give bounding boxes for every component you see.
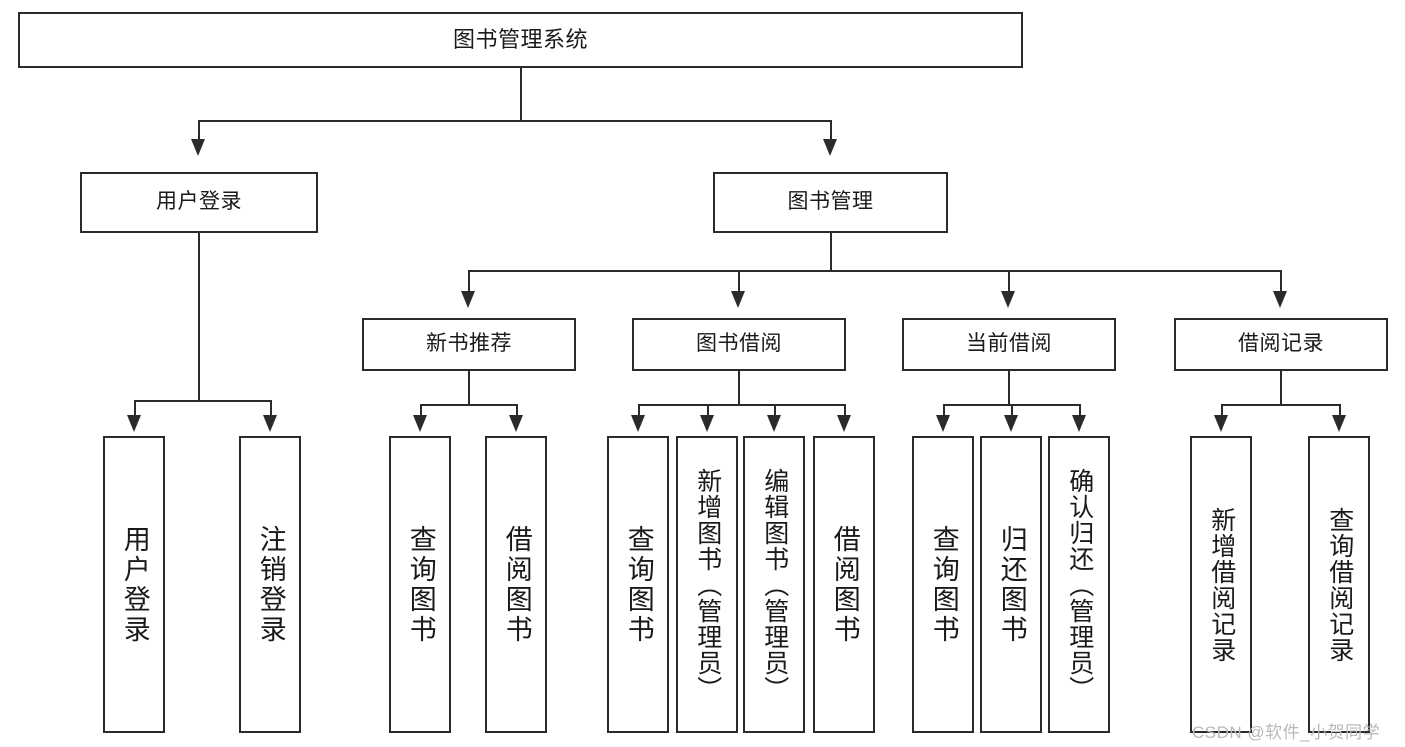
node-label: 注销登录: [255, 524, 286, 645]
node-book-borrow[interactable]: 图书借阅: [632, 318, 846, 371]
connector-book-borrow-to-leaf-0: [638, 404, 640, 418]
arrow-book-manage-to-l2-3: [1273, 291, 1287, 308]
node-borrow-record[interactable]: 借阅记录: [1174, 318, 1388, 371]
leaf-book-borrow-edit-admin[interactable]: 编辑图书（管理员）: [743, 436, 805, 733]
arrow-current-borrow-to-leaf-1: [1004, 415, 1018, 432]
connector-new-book-to-leaf-1: [516, 404, 518, 418]
node-label: 查询图书: [405, 524, 436, 645]
arrow-new-book-to-leaf-1: [509, 415, 523, 432]
node-current-borrow[interactable]: 当前借阅: [902, 318, 1116, 371]
connector-new-book-stem: [468, 371, 470, 404]
leaf-borrow-record-query[interactable]: 查询借阅记录: [1308, 436, 1370, 733]
arrow-new-book-to-leaf-0: [413, 415, 427, 432]
connector-book-borrow-stem: [738, 371, 740, 404]
node-label: 当前借阅: [966, 332, 1052, 356]
arrow-borrow-record-to-leaf-0: [1214, 415, 1228, 432]
leaf-borrow-record-add[interactable]: 新增借阅记录: [1190, 436, 1252, 733]
node-label: 用户登录: [119, 524, 150, 645]
leaf-book-borrow-add-admin[interactable]: 新增图书（管理员）: [676, 436, 738, 733]
node-label: 查询借阅记录: [1325, 506, 1354, 663]
connector-borrow-record-bar: [1221, 404, 1339, 406]
leaf-user-login-logout[interactable]: 注销登录: [239, 436, 301, 733]
leaf-current-borrow-return[interactable]: 归还图书: [980, 436, 1042, 733]
connector-root-bar: [198, 120, 830, 122]
connector-borrow-record-stem: [1280, 371, 1282, 404]
arrow-book-borrow-to-leaf-1: [700, 415, 714, 432]
csdn-watermark: CSDN @软件_小贺同学: [1192, 723, 1381, 742]
leaf-new-book-borrow[interactable]: 借阅图书: [485, 436, 547, 733]
node-user-login[interactable]: 用户登录: [80, 172, 318, 233]
node-label: 归还图书: [996, 524, 1027, 645]
arrow-borrow-record-to-leaf-1: [1332, 415, 1346, 432]
leaf-current-borrow-confirm-admin[interactable]: 确认归还（管理员）: [1048, 436, 1110, 733]
arrow-book-borrow-to-leaf-3: [837, 415, 851, 432]
leaf-current-borrow-query[interactable]: 查询图书: [912, 436, 974, 733]
connector-book-manage-to-l2-3: [1280, 270, 1282, 294]
arrow-root-to-user-login: [191, 139, 205, 156]
connector-root-stem: [520, 68, 522, 120]
leaf-book-borrow-query[interactable]: 查询图书: [607, 436, 669, 733]
connector-book-manage-stem: [830, 233, 832, 270]
node-label: 借阅图书: [829, 524, 860, 645]
connector-new-book-bar: [420, 404, 516, 406]
node-label: 用户登录: [156, 190, 242, 214]
node-label: 编辑图书（管理员）: [760, 467, 789, 702]
connector-borrow-record-to-leaf-0: [1221, 404, 1223, 418]
leaf-book-borrow-borrow[interactable]: 借阅图书: [813, 436, 875, 733]
node-root-system[interactable]: 图书管理系统: [18, 12, 1023, 68]
node-label: 借阅图书: [501, 524, 532, 645]
connector-book-borrow-to-leaf-2: [774, 404, 776, 418]
connector-user-login-to-leaf-0: [134, 400, 136, 418]
arrow-book-borrow-to-leaf-0: [631, 415, 645, 432]
connector-current-borrow-to-leaf-2: [1079, 404, 1081, 418]
connector-book-manage-bar: [468, 270, 1280, 272]
leaf-new-book-query[interactable]: 查询图书: [389, 436, 451, 733]
node-label: 新增借阅记录: [1207, 506, 1236, 663]
connector-new-book-to-leaf-0: [420, 404, 422, 418]
connector-root-to-user-login: [198, 120, 200, 142]
connector-user-login-bar: [134, 400, 270, 402]
arrow-root-to-book-manage: [823, 139, 837, 156]
node-new-book-recommend[interactable]: 新书推荐: [362, 318, 576, 371]
arrow-current-borrow-to-leaf-2: [1072, 415, 1086, 432]
node-label: 图书借阅: [696, 332, 782, 356]
arrow-book-manage-to-l2-0: [461, 291, 475, 308]
node-label: 查询图书: [623, 524, 654, 645]
node-label: 查询图书: [928, 524, 959, 645]
connector-book-manage-to-l2-1: [738, 270, 740, 294]
leaf-user-login-login[interactable]: 用户登录: [103, 436, 165, 733]
arrow-user-login-to-leaf-0: [127, 415, 141, 432]
node-label: 图书管理系统: [452, 27, 588, 53]
connector-user-login-stem: [198, 233, 200, 400]
connector-root-to-book-manage: [830, 120, 832, 142]
connector-current-borrow-to-leaf-0: [943, 404, 945, 418]
connector-borrow-record-to-leaf-1: [1339, 404, 1341, 418]
node-label: 新增图书（管理员）: [693, 467, 722, 702]
connector-book-borrow-to-leaf-1: [707, 404, 709, 418]
node-label: 借阅记录: [1238, 332, 1324, 356]
node-label: 图书管理: [787, 190, 874, 214]
node-book-management[interactable]: 图书管理: [713, 172, 948, 233]
arrow-current-borrow-to-leaf-0: [936, 415, 950, 432]
arrow-user-login-to-leaf-1: [263, 415, 277, 432]
connector-book-manage-to-l2-2: [1008, 270, 1010, 294]
connector-book-borrow-bar: [638, 404, 844, 406]
arrow-book-manage-to-l2-1: [731, 291, 745, 308]
node-label: 新书推荐: [426, 332, 512, 356]
node-label: 确认归还（管理员）: [1065, 467, 1094, 702]
connector-current-borrow-to-leaf-1: [1011, 404, 1013, 418]
connector-current-borrow-stem: [1008, 371, 1010, 404]
arrow-book-manage-to-l2-2: [1001, 291, 1015, 308]
connector-user-login-to-leaf-1: [270, 400, 272, 418]
connector-book-manage-to-l2-0: [468, 270, 470, 294]
connector-book-borrow-to-leaf-3: [844, 404, 846, 418]
arrow-book-borrow-to-leaf-2: [767, 415, 781, 432]
